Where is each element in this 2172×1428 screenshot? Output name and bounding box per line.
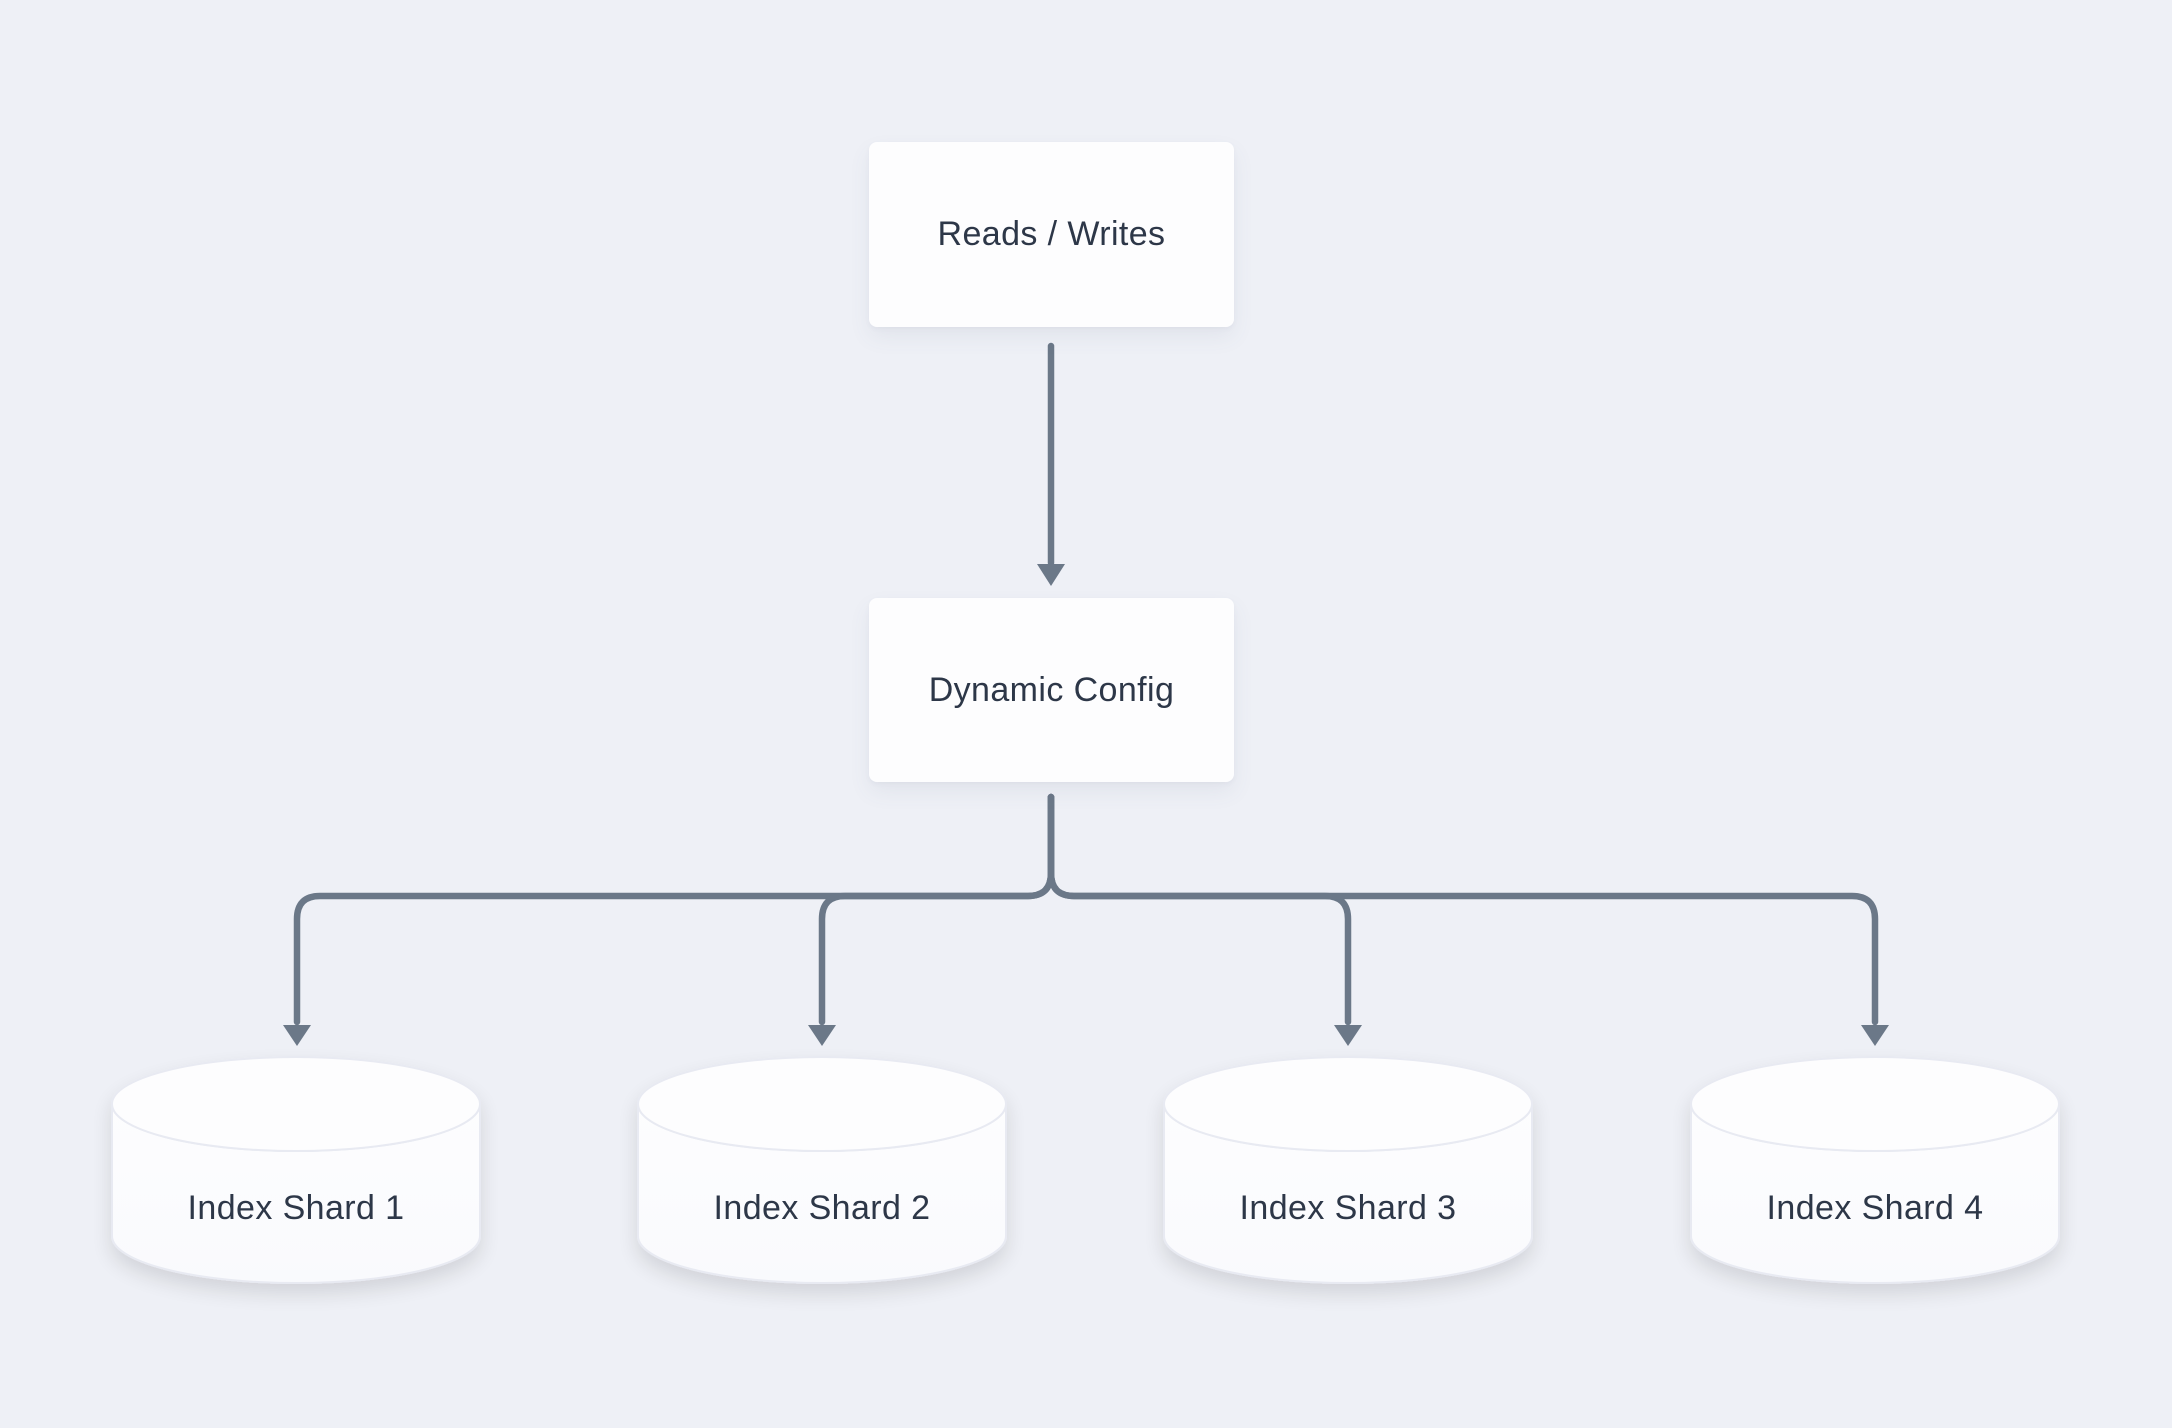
cylinder-shape-shard-1 [111,1056,481,1284]
node-dynamic-config-label: Dynamic Config [928,670,1175,709]
node-index-shard-3-label: Index Shard 3 [1239,1188,1457,1227]
node-reads-writes-label: Reads / Writes [937,215,1166,253]
cylinder-shape-shard-2 [637,1056,1007,1284]
arrowhead-to-shard-3 [1334,1025,1362,1046]
node-index-shard-2-label: Index Shard 2 [713,1188,931,1227]
edge-dynamic-config-to-shard-3 [1047,793,1352,1026]
node-index-shard-1-label: Index Shard 1 [187,1188,405,1227]
arrowhead-to-shard-4 [1861,1025,1889,1046]
edge-dynamic-config-to-shard-1 [293,793,1055,1026]
node-reads-writes: Reads / Writes [869,142,1234,327]
edge-dynamic-config-to-shard-4 [1047,793,1879,1026]
arrowhead-to-shard-1 [283,1025,311,1046]
cylinder-shape-shard-3 [1163,1056,1533,1284]
node-dynamic-config: Dynamic Config [869,598,1234,782]
cylinder-shape-shard-4 [1690,1056,2060,1284]
node-index-shard-4-label: Index Shard 4 [1766,1188,1984,1227]
arrowhead-to-shard-2 [808,1025,836,1046]
arrowhead-to-dynamic-config [1037,564,1065,586]
edge-dynamic-config-to-shard-2 [818,793,1055,1026]
